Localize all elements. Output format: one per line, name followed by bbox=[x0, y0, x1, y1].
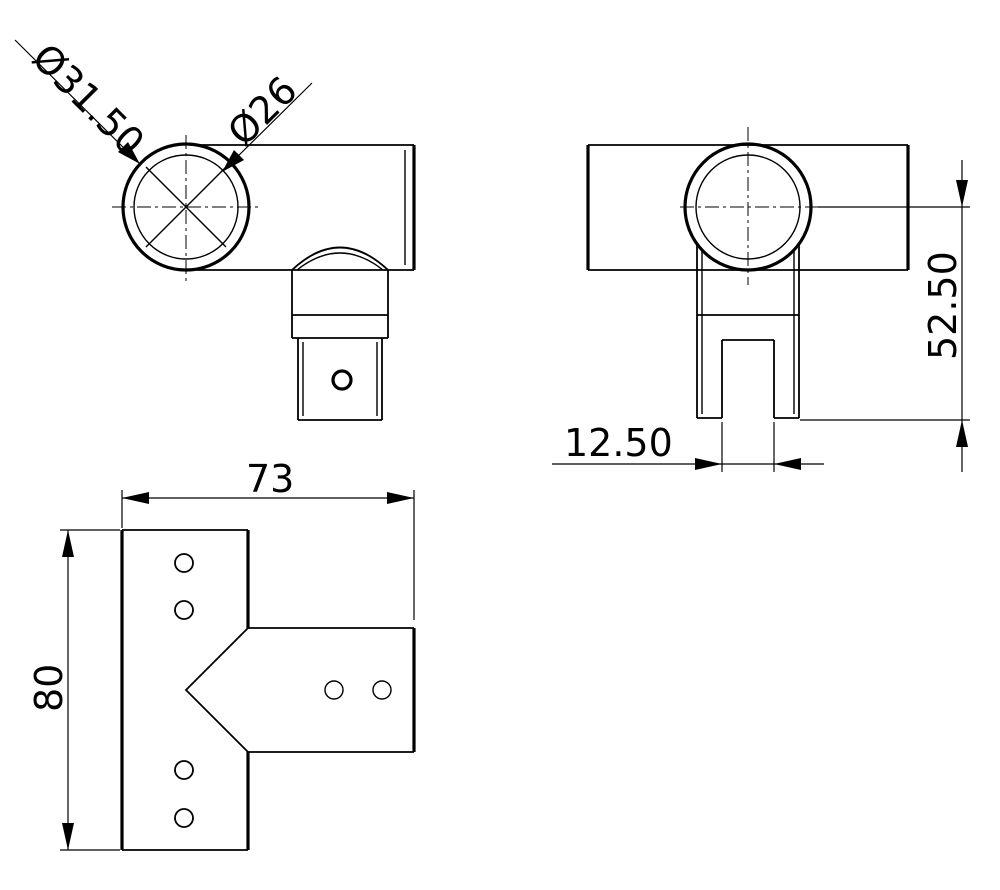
label-overall-height: 80 bbox=[27, 664, 71, 712]
leader-outer-diameter bbox=[14, 39, 140, 164]
label-height-offset: 52.50 bbox=[921, 251, 965, 360]
label-slot-width: 12.50 bbox=[564, 421, 673, 465]
view-bottom-left: 73 80 bbox=[27, 457, 416, 851]
dim-height-offset bbox=[800, 160, 970, 472]
holes-vertical bbox=[174, 553, 194, 828]
leader-inner-diameter bbox=[222, 82, 313, 172]
view-top-right: 52.50 12.50 bbox=[552, 127, 970, 472]
dim-slot-width bbox=[552, 422, 824, 472]
label-inner-diameter: Ø26 bbox=[219, 68, 305, 154]
label-overall-width: 73 bbox=[246, 457, 294, 501]
branch-arm-left bbox=[291, 246, 389, 421]
centerlines-right bbox=[680, 127, 818, 285]
tube-body-left bbox=[190, 144, 416, 271]
label-outer-diameter: Ø31.50 bbox=[24, 35, 153, 164]
dim-overall-height bbox=[60, 529, 120, 851]
centerlines-left bbox=[112, 135, 260, 285]
view-top-left: Ø31.50 Ø26 bbox=[14, 35, 416, 421]
holes-horizontal bbox=[324, 680, 392, 700]
branch-slot-right bbox=[696, 245, 800, 419]
dim-overall-width bbox=[121, 490, 415, 620]
t-body bbox=[120, 529, 416, 851]
